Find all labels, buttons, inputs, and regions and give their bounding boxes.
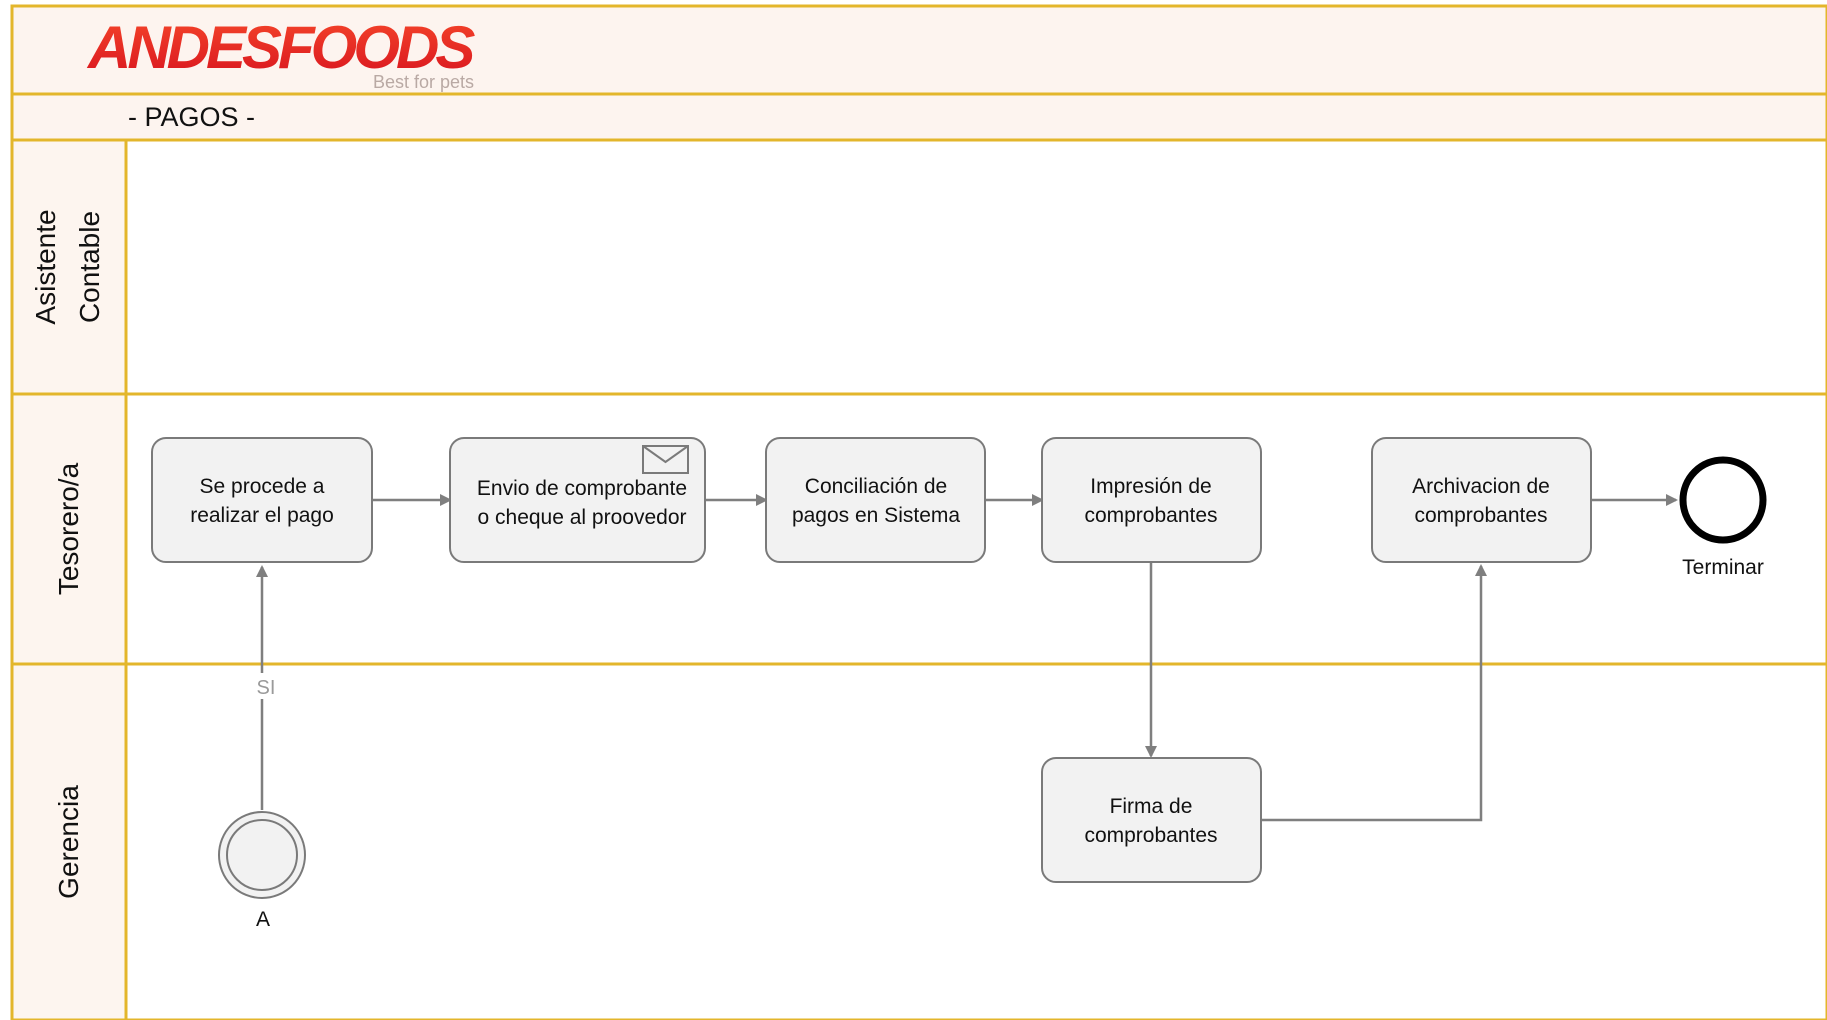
task-impresion-de-comprobantes[interactable]: Impresión de comprobantes — [1041, 437, 1262, 563]
task-conciliacion-de-pagos[interactable]: Conciliación de pagos en Sistema — [765, 437, 986, 563]
lane-label-asistente: Asistente — [30, 209, 61, 324]
envelope-icon — [642, 445, 689, 474]
end-event-terminar[interactable]: Terminar — [1679, 456, 1767, 579]
task-label-line2: comprobantes — [1414, 504, 1547, 527]
lane-label-contable: Contable — [74, 211, 105, 323]
task-label-line1: Conciliación de — [805, 475, 947, 498]
start-event-a[interactable]: A — [218, 811, 306, 931]
andesfoods-logo: ANDESFOODS Best for pets — [86, 14, 479, 92]
flow-t6-to-t5 — [1261, 564, 1487, 822]
process-title: - PAGOS - — [128, 102, 255, 132]
task-label-line1: Envio de comprobante — [477, 477, 687, 500]
header-band — [10, 4, 1827, 96]
logo-tagline: Best for pets — [373, 72, 474, 92]
task-label-line2: pagos en Sistema — [792, 504, 960, 527]
flow-label-si: SI — [257, 677, 276, 699]
task-label-line2: comprobantes — [1084, 824, 1217, 847]
task-se-procede-a-realizar-el-pago[interactable]: Se procede a realizar el pago — [151, 437, 373, 563]
start-event-label: A — [256, 908, 270, 931]
lane-asistente-contable: Asistente Contable — [10, 138, 1827, 396]
task-firma-de-comprobantes[interactable]: Firma de comprobantes — [1041, 757, 1262, 883]
end-event-label: Terminar — [1682, 556, 1764, 579]
task-envio-de-comprobante[interactable]: Envio de comprobante o cheque al prooved… — [449, 437, 706, 563]
task-label-line1: Firma de — [1110, 795, 1193, 818]
task-label-line2: realizar el pago — [190, 504, 334, 527]
logo-text: ANDESFOODS — [86, 14, 475, 81]
task-archivacion-de-comprobantes[interactable]: Archivacion de comprobantes — [1371, 437, 1592, 563]
lane-gerencia: Gerencia — [10, 662, 1827, 1020]
task-label-line1: Archivacion de — [1412, 475, 1550, 498]
task-label-line1: Impresión de — [1090, 475, 1211, 498]
lane-label-tesorero: Tesorero/a — [53, 462, 84, 595]
lane-label-gerencia: Gerencia — [53, 785, 84, 899]
task-label-line2: o cheque al proovedor — [478, 506, 687, 529]
title-band — [10, 92, 1827, 142]
task-label-line2: comprobantes — [1084, 504, 1217, 527]
task-label-line1: Se procede a — [200, 475, 325, 498]
